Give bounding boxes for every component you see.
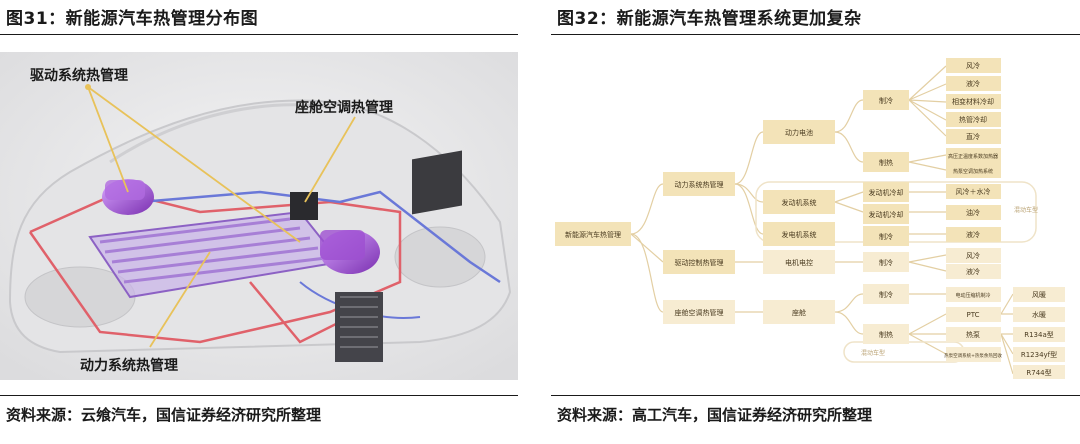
leaf-liquid: 液冷	[966, 79, 980, 88]
figure-31-title: 图31：新能源汽车热管理分布图	[6, 4, 258, 29]
leaf-motor-air: 风冷	[966, 251, 980, 260]
label-cabin: 座舱空调热管理	[295, 99, 393, 116]
node-drive-sys: 驱动控制热管理	[675, 258, 724, 267]
drive-unit	[102, 179, 154, 215]
hybrid-tag: 混动车型	[1014, 206, 1038, 214]
leaf-direct: 直冷	[966, 132, 980, 141]
source-rule	[551, 395, 1080, 396]
tree-svg: 新能源汽车热管理 动力系统热管理 驱动控制热管理 座舱空调热管理 动力电池 发动…	[551, 52, 1080, 380]
leaf-r134a: R134a型	[1024, 330, 1054, 339]
hybrid-tag-2: 混动车型	[861, 349, 885, 357]
title-rule	[0, 34, 518, 35]
node-battery: 动力电池	[785, 128, 813, 137]
figure-31-source: 资料来源：云飨汽车，国信证券经济研究所整理	[6, 404, 321, 425]
leaf-r744: R744型	[1026, 368, 1051, 377]
node-bat-heat: 制热	[879, 158, 893, 167]
label-drive: 驱动系统热管理	[30, 67, 128, 84]
leaf-compressor: 电动压缩机制冷	[955, 292, 990, 299]
figure-32-source: 资料来源：高工汽车，国信证券经济研究所整理	[557, 404, 872, 425]
rear-wheel-shape	[395, 227, 485, 287]
car-illustration: 驱动系统热管理 座舱空调热管理 动力系统热管理	[0, 52, 518, 380]
leaf-warm-air: 风暖	[1032, 291, 1046, 299]
node-cabin-heat: 制热	[879, 330, 893, 339]
node-eng-cool: 发动机冷却	[869, 188, 904, 197]
node-bat-cool: 制冷	[879, 96, 893, 105]
leaf-heatpump-note: 热泵空调系统+热泵余热回收	[944, 352, 1002, 359]
radiator-front	[335, 292, 383, 362]
figure-32: 图32：新能源汽车热管理系统更加复杂	[551, 0, 1080, 444]
thermal-distribution-image: 驱动系统热管理 座舱空调热管理 动力系统热管理	[0, 52, 518, 380]
node-cabin-sys: 座舱空调热管理	[675, 308, 724, 317]
leaf-gen-liquid: 液冷	[966, 230, 980, 239]
figure-31: 图31：新能源汽车热管理分布图	[0, 0, 518, 444]
leaf-r1234yf: R1234yf型	[1021, 350, 1057, 359]
leaf-warm-water: 水暖	[1032, 310, 1046, 319]
radiator-rear	[412, 151, 462, 215]
leaf-hv-heater: 高压正温度系数加热器	[948, 153, 998, 160]
leaf-heatpump: 热泵	[966, 330, 980, 339]
label-power: 动力系统热管理	[80, 357, 178, 374]
leaf-motor-liquid: 液冷	[966, 267, 980, 276]
node-power-sys: 动力系统热管理	[675, 180, 724, 189]
node-motor-cool: 制冷	[879, 258, 893, 267]
leaf-eng-water: 风冷＋水冷	[956, 187, 991, 196]
thermal-tree-diagram: 新能源汽车热管理 动力系统热管理 驱动控制热管理 座舱空调热管理 动力电池 发动…	[551, 52, 1080, 380]
figure-32-title: 图32：新能源汽车热管理系统更加复杂	[557, 4, 862, 29]
leaf-eng-oil: 油冷	[966, 208, 980, 217]
title-rule	[551, 34, 1080, 35]
node-gen-cool: 制冷	[879, 232, 893, 241]
leaf-ptc: PTC	[967, 311, 980, 319]
node-motor: 电机电控	[785, 258, 813, 267]
node-eng-oil: 发动机冷却	[869, 210, 904, 219]
leaf-heatpipe: 热管冷却	[959, 115, 987, 124]
leaf-air: 风冷	[966, 61, 980, 70]
node-engine: 发动机系统	[782, 198, 817, 207]
node-generator: 发电机系统	[782, 230, 817, 239]
node-cabin-cool: 制冷	[879, 290, 893, 299]
node-root: 新能源汽车热管理	[565, 230, 621, 239]
source-rule	[0, 395, 518, 396]
rear-motor	[320, 230, 380, 274]
leaf-phase: 相变材料冷却	[952, 97, 994, 106]
tree-nodes: 新能源汽车热管理 动力系统热管理 驱动控制热管理 座舱空调热管理 动力电池 发动…	[555, 58, 1065, 379]
node-cabin: 座舱	[792, 308, 806, 317]
leaf-heat-pump: 热泵空调加热系统	[953, 168, 993, 175]
hvac-unit	[290, 192, 318, 220]
